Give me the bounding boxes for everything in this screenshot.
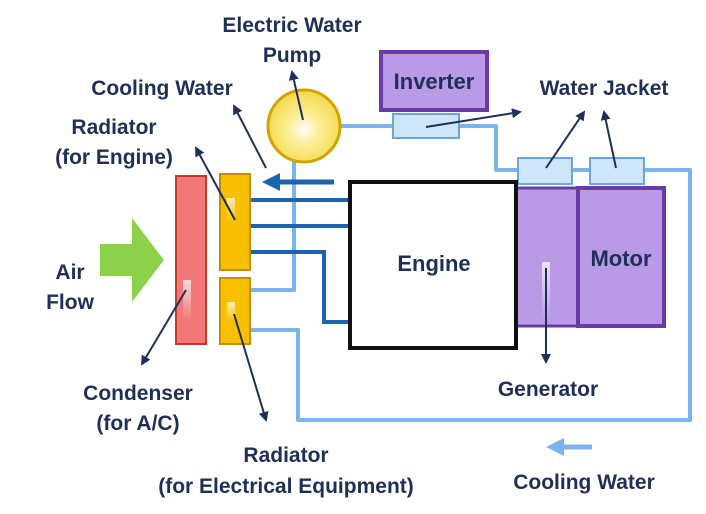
- condenser-label-line2: (for A/C): [96, 412, 179, 435]
- motor-block: Motor: [576, 186, 666, 328]
- electric-water-pump-label-line2: Pump: [263, 44, 321, 67]
- inverter-label: Inverter: [394, 69, 475, 94]
- inverter-block: Inverter: [379, 50, 489, 112]
- water-jacket-label: Water Jacket: [540, 77, 669, 100]
- cooling-water-bottom-label: Cooling Water: [513, 471, 655, 494]
- motor-label: Motor: [590, 246, 652, 271]
- engine-coolant-pipes: [250, 198, 350, 324]
- radiator-engine-label-line2: (for Engine): [55, 146, 173, 169]
- generator-label: Generator: [498, 378, 598, 401]
- radiator-elec-label-line2: (for Electrical Equipment): [158, 475, 414, 498]
- radiator-elec-pointer-arrow: [233, 313, 269, 422]
- water-jacket-pointer-arrow-2: [545, 110, 586, 169]
- generator-water-jacket: [517, 157, 573, 185]
- pointer-arrows: [140, 70, 617, 422]
- engine-coolant-flow-arrow: [262, 173, 334, 191]
- pump-pointer-arrow: [288, 70, 304, 121]
- radiator-engine: [219, 173, 251, 271]
- condenser-label-line1: Condenser: [83, 382, 193, 405]
- radiator-electrical: [219, 277, 251, 345]
- air-flow-label-line2: Flow: [46, 291, 94, 314]
- motor-water-jacket: [589, 157, 645, 185]
- cooling-water-pointer-arrow: [233, 104, 267, 169]
- electric-water-pump: [266, 88, 342, 164]
- radiator-engine-pointer-arrow: [195, 146, 236, 221]
- condenser-pointer-arrow: [140, 289, 187, 366]
- cooling-water-top-label: Cooling Water: [91, 77, 233, 100]
- radiator-engine-label-line1: Radiator: [71, 116, 156, 139]
- engine-label: Engine: [397, 251, 470, 276]
- water-jacket-pointer-arrow-1: [425, 108, 522, 128]
- air-flow-label-line1: Air: [55, 261, 84, 284]
- air-flow-arrow: [100, 218, 164, 302]
- electric-water-pump-label-line1: Electric Water: [222, 14, 361, 37]
- condenser: [175, 175, 207, 345]
- cooling-water-flow-arrow-bottom: [546, 438, 592, 456]
- water-jacket-pointer-arrow-3: [600, 110, 617, 169]
- engine-block: Engine: [348, 180, 518, 350]
- radiator-elec-label-line1: Radiator: [243, 444, 328, 467]
